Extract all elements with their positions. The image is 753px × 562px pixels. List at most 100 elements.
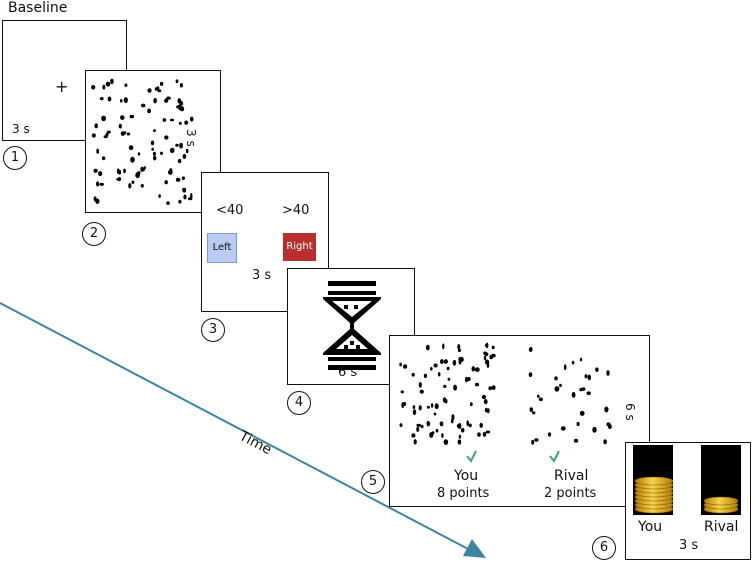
stimulus-dot: [484, 352, 489, 357]
stimulus-dot: [437, 372, 441, 377]
stimulus-dot: [464, 376, 469, 383]
stimulus-dot: [150, 140, 155, 146]
stimulus-dot: [135, 172, 140, 179]
stimulus-dot: [457, 344, 461, 350]
stimulus-dot: [537, 394, 540, 398]
stimulus-dot: [491, 345, 495, 350]
stimulus-dot: [185, 148, 189, 154]
feedback-panel: You 8 points Rival 2 points 6 s: [389, 335, 650, 507]
stimulus-dot: [106, 130, 111, 134]
stimulus-dot: [418, 382, 422, 388]
dots-panel: 3 s: [85, 70, 221, 213]
stimulus-dot: [426, 420, 431, 427]
left-button[interactable]: Left: [207, 233, 237, 263]
reward-rival-label: Rival: [704, 519, 739, 535]
stimulus-dot: [169, 147, 175, 153]
step-number-6: 6: [592, 536, 616, 560]
stimulus-dot: [94, 123, 98, 129]
stimulus-dot: [554, 376, 558, 381]
stimulus-dot: [137, 152, 141, 156]
stimulus-dot: [147, 108, 151, 114]
stimulus-dot: [118, 123, 122, 129]
stimulus-dot: [177, 98, 182, 104]
stimulus-dot: [538, 397, 543, 402]
reward-panel: You Rival 3 s: [625, 442, 751, 560]
stimulus-dot: [482, 431, 487, 437]
feedback-duration: 6 s: [623, 403, 637, 421]
stimulus-dot: [140, 184, 144, 188]
stimulus-dot: [131, 180, 135, 184]
right-button[interactable]: Right: [283, 233, 316, 261]
wait-duration: 6 s: [338, 365, 358, 380]
stimulus-dot: [169, 118, 175, 122]
stimulus-dot: [573, 438, 579, 443]
stimulus-dot: [491, 353, 496, 358]
stimulus-dot: [429, 432, 434, 438]
stimulus-dot: [442, 343, 445, 350]
stimulus-dot: [103, 135, 108, 139]
stimulus-dot: [528, 347, 533, 352]
stimulus-dot: [604, 406, 609, 413]
stimulus-dot: [560, 426, 566, 431]
stimulus-dot: [91, 85, 96, 90]
stimulus-dot: [579, 357, 583, 362]
stimulus-dot: [412, 409, 417, 416]
stimulus-dot: [160, 151, 163, 155]
you-label: You: [454, 468, 479, 484]
stimulus-dot: [433, 412, 437, 416]
baseline-duration: 3 s: [12, 122, 30, 136]
stimulus-dot: [166, 96, 171, 100]
stimulus-dot: [98, 171, 103, 177]
step-number-4: 4: [287, 391, 311, 415]
stimulus-dot: [164, 180, 168, 185]
stimulus-dot: [458, 434, 462, 439]
step-number-2: 2: [82, 222, 106, 246]
stimulus-dot: [481, 394, 486, 400]
you-points: 8 points: [437, 486, 490, 501]
stimulus-dot: [156, 86, 160, 91]
stimulus-dot: [474, 367, 480, 372]
stimulus-dot: [559, 383, 562, 388]
stimulus-dot: [485, 430, 491, 434]
step-number-5: 5: [361, 470, 385, 494]
stimulus-dot: [430, 403, 434, 408]
stimulus-dot: [474, 382, 480, 387]
stimulus-dot: [418, 405, 422, 411]
stimulus-dot: [471, 366, 476, 372]
stimulus-dot: [547, 432, 552, 437]
stimulus-dot: [123, 131, 127, 135]
stimulus-dot: [571, 391, 576, 398]
stimulus-dot: [130, 156, 135, 163]
stimulus-dot: [460, 428, 465, 433]
stimulus-dot: [178, 121, 182, 125]
stimulus-dot: [179, 83, 183, 88]
stimulus-dot: [584, 374, 588, 379]
stimulus-dot: [416, 423, 421, 427]
stimulus-dot: [178, 104, 181, 108]
stimulus-dot: [120, 115, 125, 120]
stimulus-dot: [416, 426, 420, 432]
stimulus-dot: [451, 418, 454, 424]
stimulus-dot: [528, 372, 533, 378]
stimulus-dot: [571, 360, 575, 365]
stimulus-dot: [164, 135, 169, 140]
stimulus-dot: [595, 367, 599, 372]
stimulus-dot: [468, 423, 472, 428]
stimulus-dot: [128, 183, 132, 189]
stimulus-dot: [101, 156, 106, 161]
stimulus-dot: [184, 120, 189, 125]
stimulus-dot: [563, 364, 567, 371]
stimulus-dot: [412, 405, 416, 410]
stimulus-dot: [105, 81, 111, 87]
stimulus-dot: [452, 359, 457, 366]
stimulus-dot: [166, 201, 170, 206]
stimulus-dot: [531, 439, 535, 445]
stimulus-dot: [143, 166, 147, 170]
stimulus-dot: [491, 385, 496, 390]
stimulus-dot: [532, 411, 536, 415]
stimulus-dot: [420, 424, 424, 429]
stimulus-dot: [158, 194, 161, 198]
stimulus-dot: [442, 397, 447, 403]
stimulus-dot: [443, 439, 449, 445]
gold-coin: [634, 476, 674, 486]
